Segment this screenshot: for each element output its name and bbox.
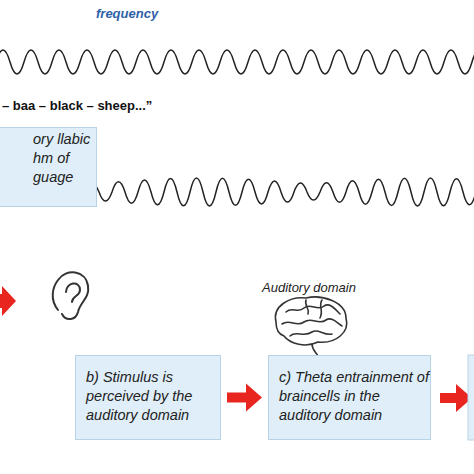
flow-arrow — [227, 384, 262, 412]
sine-wave — [86, 178, 474, 206]
lyric-text: – baa – black – sheep...” — [2, 98, 152, 113]
box-text: c) Theta entrainment of braincells in th… — [279, 368, 429, 425]
process-box: b) Stimulus is perceived by the auditory… — [75, 355, 221, 440]
axis-label: frequency — [96, 6, 158, 21]
cropped-box — [468, 355, 474, 440]
process-box: c) Theta entrainment of braincells in th… — [268, 355, 431, 440]
ear-icon — [53, 272, 89, 319]
brain-icon — [275, 297, 346, 356]
concept-box: ory llabic hm of guage — [0, 127, 97, 207]
red-arrow — [0, 286, 16, 316]
box-text: b) Stimulus is perceived by the auditory… — [86, 368, 216, 425]
sine-wave — [0, 50, 474, 74]
red-arrow — [440, 384, 472, 412]
box-text: ory llabic hm of guage — [33, 130, 91, 187]
domain-label: Auditory domain — [262, 280, 356, 295]
